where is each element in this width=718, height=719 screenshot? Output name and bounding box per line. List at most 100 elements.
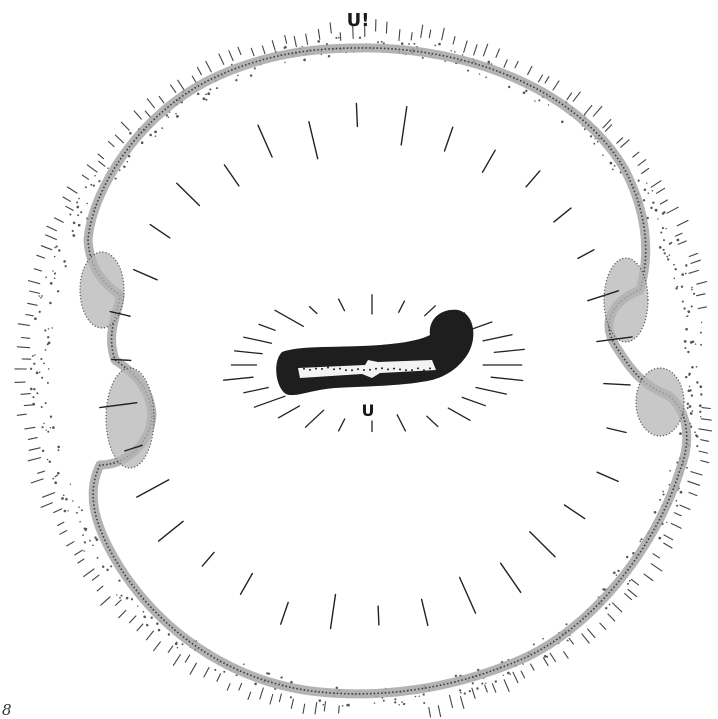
stipple-dot	[50, 282, 53, 285]
outer-hair	[306, 34, 308, 44]
stipple-dot	[156, 622, 159, 625]
outer-hair	[99, 161, 105, 166]
outer-hair	[270, 694, 273, 704]
stipple-dot	[154, 131, 157, 134]
outer-hair	[667, 207, 678, 213]
outer-hair	[115, 135, 122, 142]
outer-hair	[678, 241, 686, 244]
right-upper-granule	[604, 258, 648, 342]
outer-hair	[260, 688, 264, 699]
outer-hair	[521, 671, 525, 678]
outer-hair	[92, 575, 99, 580]
outer-hair	[63, 197, 70, 201]
channel-dot	[321, 368, 323, 370]
stipple-dot	[43, 423, 45, 425]
stipple-dot	[438, 43, 441, 46]
outer-hair	[37, 255, 45, 258]
outer-hair	[238, 47, 241, 54]
stipple-dot	[39, 311, 41, 313]
stipple-dot	[63, 494, 65, 496]
stipple-dot	[685, 273, 687, 275]
stipple-dot	[81, 509, 83, 511]
outer-hair	[24, 405, 33, 406]
stipple-dot	[45, 402, 47, 404]
outer-hair	[315, 703, 317, 714]
stipple-dot	[660, 231, 662, 233]
stipple-dot	[322, 704, 324, 706]
outer-hair	[121, 122, 129, 130]
stipple-dot	[110, 565, 112, 567]
outer-hair	[504, 60, 507, 67]
stipple-dot	[197, 93, 200, 96]
stipple-dot	[658, 537, 661, 540]
stipple-dot	[509, 674, 511, 676]
stipple-dot	[538, 99, 540, 101]
stipple-dot	[687, 351, 689, 353]
stipple-dot	[57, 472, 60, 475]
stipple-dot	[675, 287, 677, 289]
stipple-dot	[665, 228, 667, 230]
stipple-dot	[687, 407, 689, 409]
stipple-dot	[450, 50, 451, 51]
outer-hair	[248, 692, 251, 699]
stipple-dot	[39, 295, 41, 297]
stipple-dot	[419, 695, 420, 696]
stipple-dot	[129, 132, 132, 135]
stipple-dot	[161, 127, 163, 129]
outer-hair	[303, 704, 305, 713]
stipple-dot	[120, 595, 122, 597]
outer-hair	[219, 54, 224, 64]
outer-hair	[294, 36, 296, 46]
stipple-dot	[102, 566, 104, 568]
stipple-dot	[684, 340, 687, 343]
stipple-dot	[93, 184, 95, 186]
stipple-dot	[50, 427, 51, 428]
stipple-dot	[688, 373, 691, 376]
stipple-dot	[52, 478, 54, 480]
right-lower-granule	[636, 368, 684, 436]
stipple-dot	[687, 315, 688, 316]
stipple-dot	[472, 682, 474, 684]
outer-hair	[279, 694, 281, 702]
stipple-dot	[41, 406, 43, 408]
outer-hair	[600, 623, 606, 629]
outer-hair	[528, 66, 532, 74]
aster-ray	[494, 349, 524, 352]
outer-hair	[204, 668, 209, 678]
outer-hair	[41, 246, 51, 250]
stipple-dot	[119, 169, 121, 171]
stipple-dot	[638, 180, 640, 182]
stipple-dot	[533, 643, 535, 645]
stipple-dot	[567, 640, 568, 641]
aster-ray	[244, 337, 272, 343]
stipple-dot	[207, 92, 210, 95]
stipple-dot	[408, 43, 410, 45]
outer-hair	[28, 458, 40, 461]
stipple-dot	[701, 322, 702, 323]
stipple-dot	[654, 511, 657, 514]
outer-hair	[147, 99, 154, 108]
outer-hair	[691, 472, 702, 475]
outer-hair	[339, 706, 340, 713]
outer-hair	[28, 438, 37, 440]
outer-hair	[474, 45, 477, 55]
stipple-dot	[72, 230, 74, 232]
stipple-dot	[168, 116, 170, 118]
aster-ray	[279, 406, 300, 418]
outer-hair	[625, 594, 632, 600]
outer-hair	[573, 92, 580, 101]
outer-hair	[185, 655, 189, 662]
outer-hair	[21, 338, 29, 339]
aster-ray	[235, 351, 263, 354]
channel-dot	[369, 369, 371, 371]
stipple-dot	[45, 276, 47, 278]
channel-dot	[417, 367, 419, 369]
stipple-dot	[146, 624, 149, 627]
channel-dot	[327, 367, 329, 369]
outer-hair	[651, 564, 662, 571]
outer-hair	[34, 269, 41, 271]
stipple-dot	[686, 467, 688, 469]
stipple-dot	[689, 389, 691, 391]
stipple-dot	[479, 73, 480, 74]
inner-ray	[604, 384, 630, 385]
